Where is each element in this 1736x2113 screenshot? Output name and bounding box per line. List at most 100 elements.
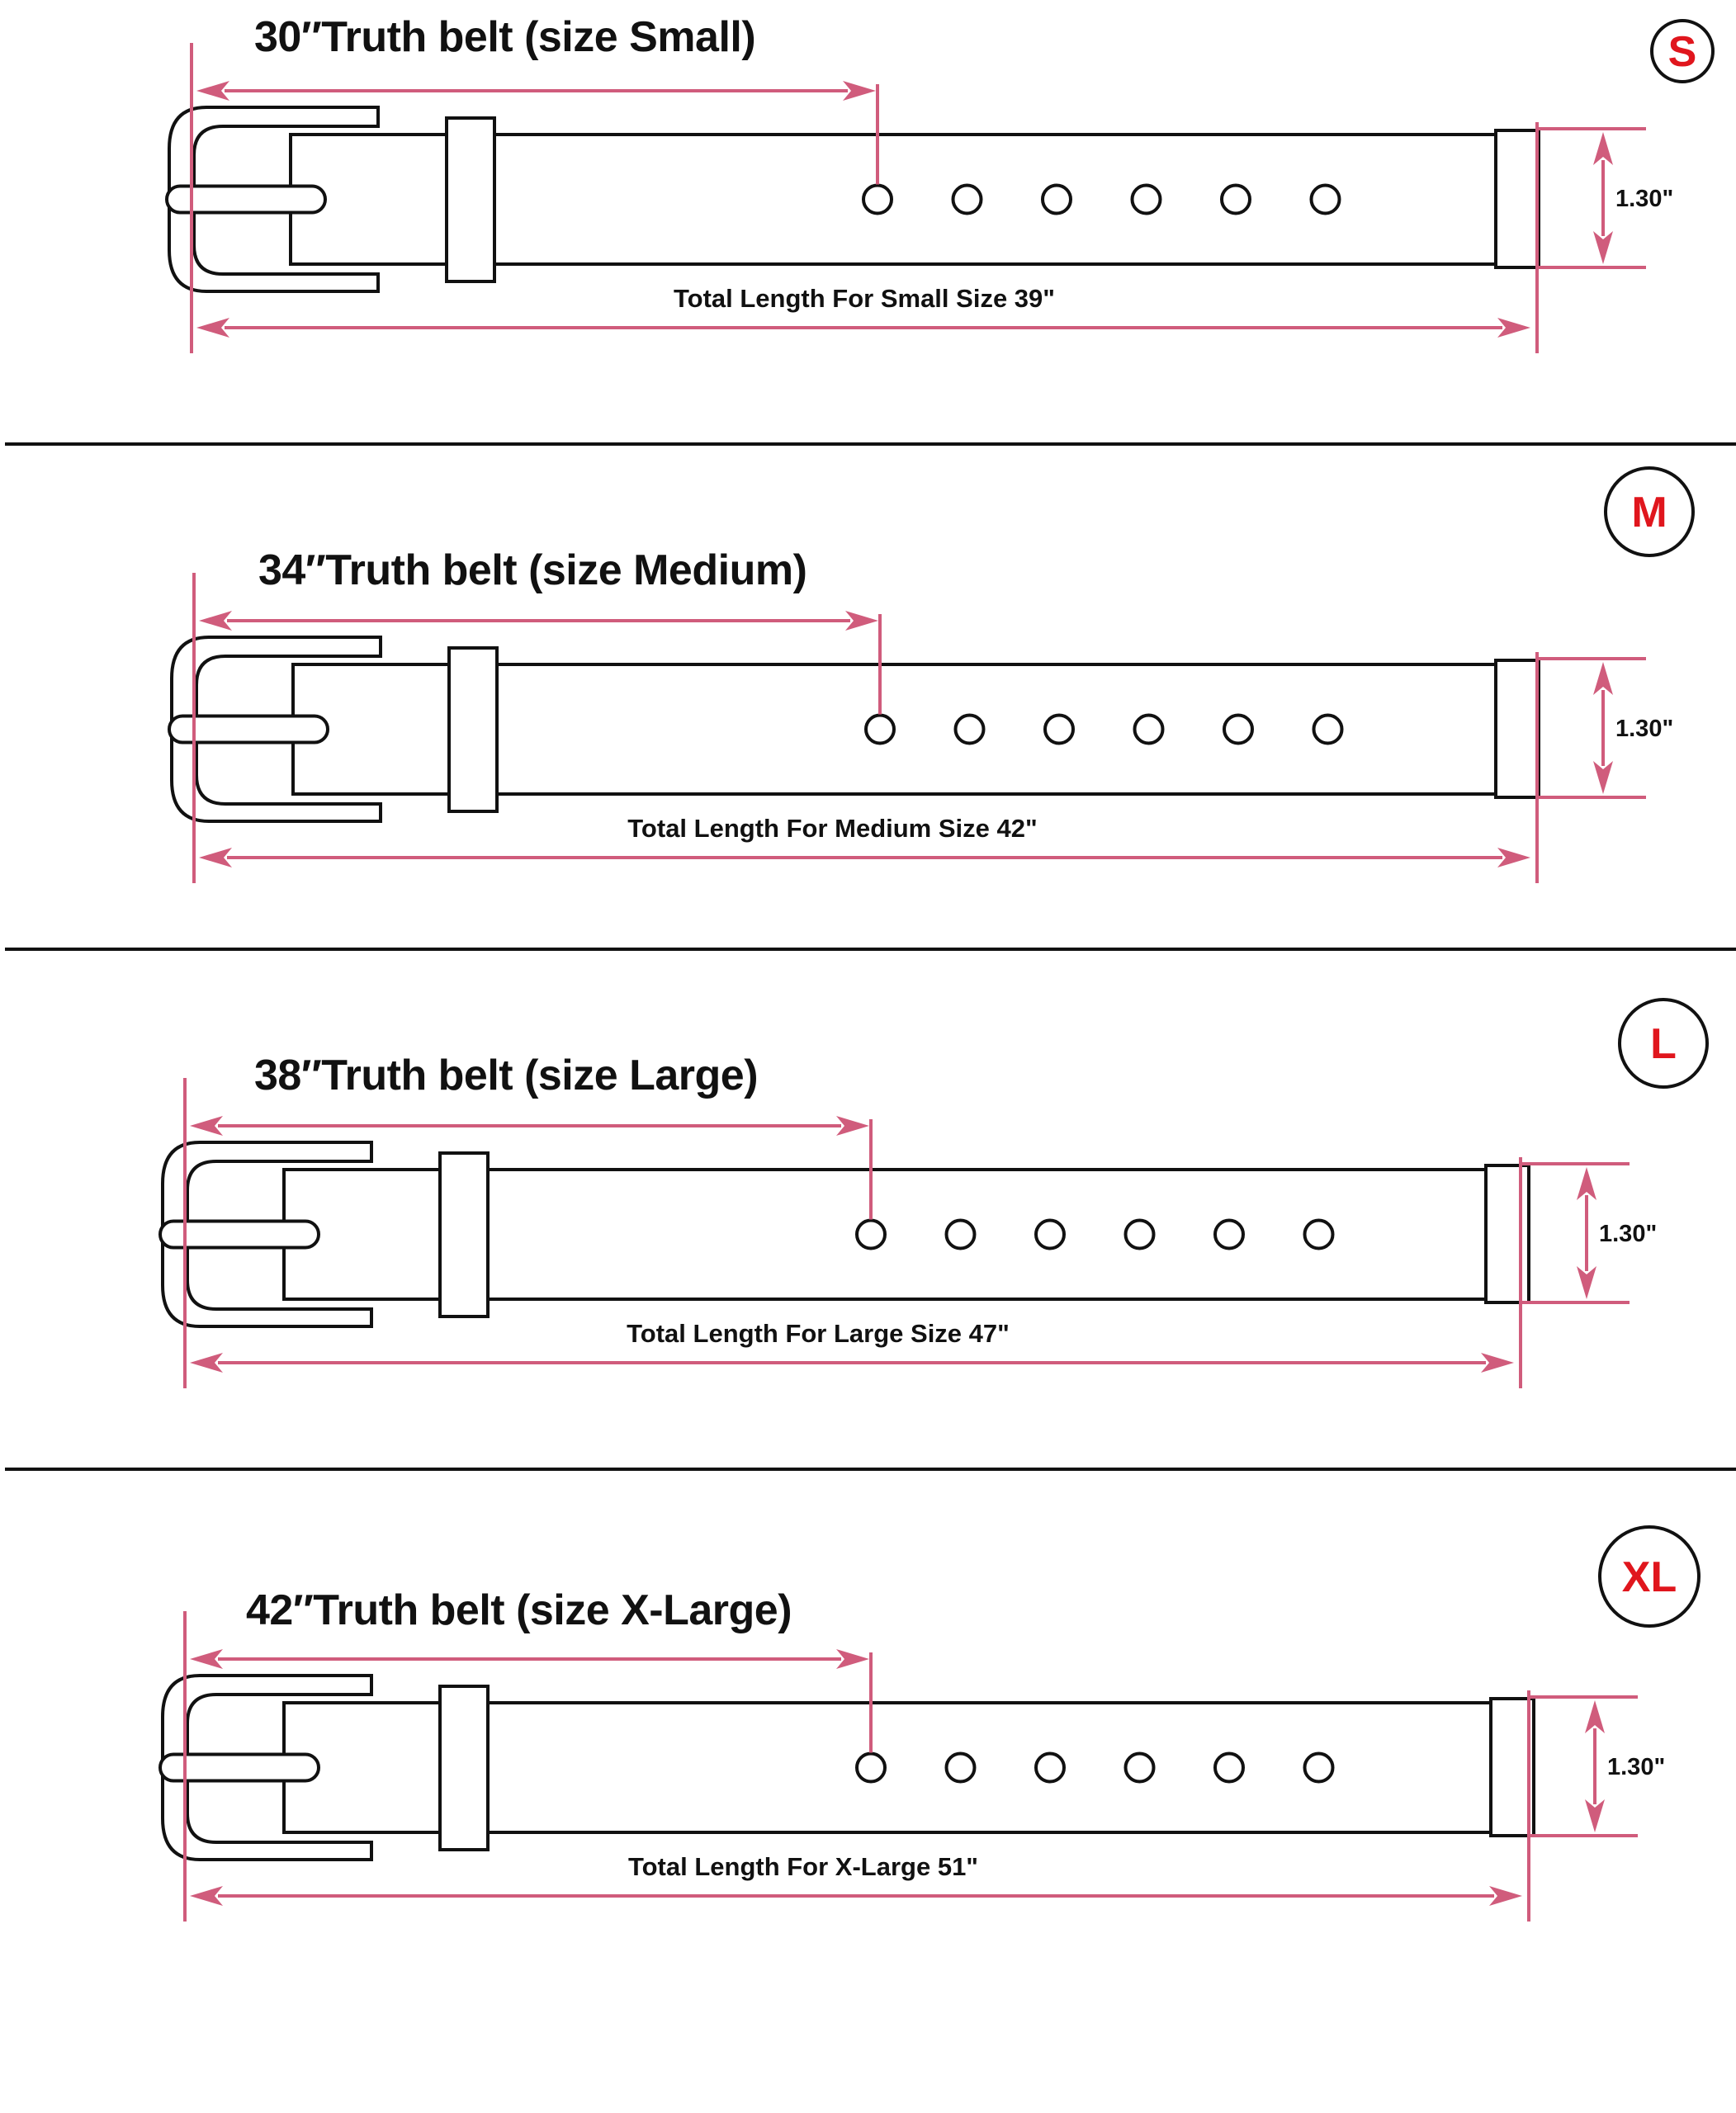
belt-hole <box>1223 713 1254 745</box>
arrow-head-bottom <box>1577 1266 1596 1299</box>
width-arrow <box>1585 1700 1605 1832</box>
belt-hole <box>864 713 896 745</box>
arrow-head-right <box>836 1116 869 1136</box>
belt-tip <box>1494 659 1540 799</box>
arrow-head-left <box>199 848 232 867</box>
belt-hole <box>1041 183 1072 215</box>
size-section-medium: 34″Truth belt (size Medium) M 1.30" Total L… <box>168 466 1695 883</box>
belt-hole <box>1034 1751 1066 1784</box>
arrow-head-right <box>845 611 878 631</box>
badge-circle <box>1618 998 1709 1089</box>
belt-outline <box>168 636 1540 823</box>
badge-circle <box>1598 1525 1701 1628</box>
total-length-label: Total Length For Medium Size 42" <box>627 814 1037 843</box>
arrow-head-left <box>190 1353 223 1373</box>
total-length-arrow <box>190 1886 1522 1906</box>
belt-hole <box>1043 713 1075 745</box>
total-length-label: Total Length For Small Size 39" <box>674 284 1055 313</box>
size-badge: M <box>1604 466 1695 557</box>
belt-hole <box>1309 183 1341 215</box>
arrow-head-bottom <box>1593 761 1613 794</box>
belt-keeper <box>438 1685 490 1851</box>
belt-hole <box>855 1751 887 1784</box>
total-length-arrow <box>199 848 1530 867</box>
arrow-head-left <box>199 611 232 631</box>
arrow-head-top <box>1577 1167 1596 1200</box>
belt-tip <box>1494 129 1540 269</box>
buckle-prong <box>165 184 327 215</box>
badge-circle <box>1604 466 1695 557</box>
belt-hole <box>1213 1218 1245 1250</box>
belt-tip <box>1484 1164 1530 1304</box>
total-length-arrow <box>190 1353 1514 1373</box>
size-badge: S <box>1650 19 1715 83</box>
total-length-label: Total Length For X-Large 51" <box>628 1852 978 1881</box>
buckle-prong <box>158 1752 320 1783</box>
arrow-head-right <box>1497 848 1530 867</box>
width-label: 1.30" <box>1615 716 1673 742</box>
belt-outline <box>158 1674 1535 1861</box>
buckle-frame <box>168 106 380 293</box>
section-title: 38″Truth belt (size Large) <box>254 1052 758 1099</box>
arrow-head-right <box>1481 1353 1514 1373</box>
section-title: 42″Truth belt (size X-Large) <box>246 1586 792 1634</box>
arrow-head-right <box>1489 1886 1522 1906</box>
arrow-head-bottom <box>1585 1799 1605 1832</box>
badge-letter: M <box>1631 489 1667 537</box>
arrow-head-top <box>1593 132 1613 165</box>
width-arrow <box>1593 662 1613 794</box>
width-arrow <box>1593 132 1613 264</box>
buckle-frame <box>170 636 382 823</box>
belt-hole <box>1213 1751 1245 1784</box>
arrow-head-left <box>190 1649 223 1669</box>
belt-hole <box>1130 183 1162 215</box>
arrow-head-bottom <box>1593 231 1613 264</box>
total-length-arrow <box>196 318 1530 338</box>
belt-hole <box>1312 713 1344 745</box>
arrow-head-right <box>843 81 876 101</box>
belt-outline <box>165 106 1540 293</box>
width-arrow <box>1577 1167 1596 1299</box>
width-label: 1.30" <box>1599 1221 1657 1247</box>
belt-hole <box>1303 1218 1335 1250</box>
badge-letter: XL <box>1622 1553 1677 1601</box>
belt-hole <box>855 1218 887 1250</box>
belt-hole <box>1303 1751 1335 1784</box>
arrow-head-left <box>196 318 229 338</box>
badge-letter: L <box>1650 1020 1677 1068</box>
arrow-head-left <box>190 1886 223 1906</box>
belt-hole <box>862 183 893 215</box>
belt-keeper <box>438 1151 490 1318</box>
size-section-large: 38″Truth belt (size Large) L 1.30" Total Le… <box>158 998 1709 1388</box>
belt-hole <box>951 183 983 215</box>
belt-hole <box>1220 183 1251 215</box>
waist-size-arrow <box>199 611 878 631</box>
belt-hole <box>953 713 986 745</box>
arrow-head-left <box>190 1116 223 1136</box>
belt-hole <box>1123 1751 1156 1784</box>
arrow-head-left <box>196 81 229 101</box>
arrow-head-top <box>1593 662 1613 695</box>
buckle-frame <box>161 1674 373 1861</box>
buckle-prong <box>168 714 329 745</box>
waist-size-arrow <box>190 1116 869 1136</box>
arrow-head-top <box>1585 1700 1605 1733</box>
section-title: 34″Truth belt (size Medium) <box>258 546 807 594</box>
belt-hole <box>944 1751 977 1784</box>
size-badge: XL <box>1598 1525 1701 1628</box>
badge-circle <box>1650 19 1715 83</box>
belt-keeper <box>445 116 496 283</box>
width-label: 1.30" <box>1615 186 1673 212</box>
size-section-small: 30″Truth belt (size Small)S1.30"Total Le… <box>165 13 1715 353</box>
waist-size-arrow <box>196 81 876 101</box>
buckle-frame <box>161 1141 373 1328</box>
belt-hole <box>1123 1218 1156 1250</box>
size-section-x-large: 42″Truth belt (size X-Large)XL1.30"Total… <box>158 1525 1701 1922</box>
belt-hole <box>944 1218 977 1250</box>
total-length-label: Total Length For Large Size 47" <box>627 1319 1010 1348</box>
belt-hole <box>1034 1218 1066 1250</box>
waist-size-arrow <box>190 1649 869 1669</box>
buckle-prong <box>158 1219 320 1250</box>
